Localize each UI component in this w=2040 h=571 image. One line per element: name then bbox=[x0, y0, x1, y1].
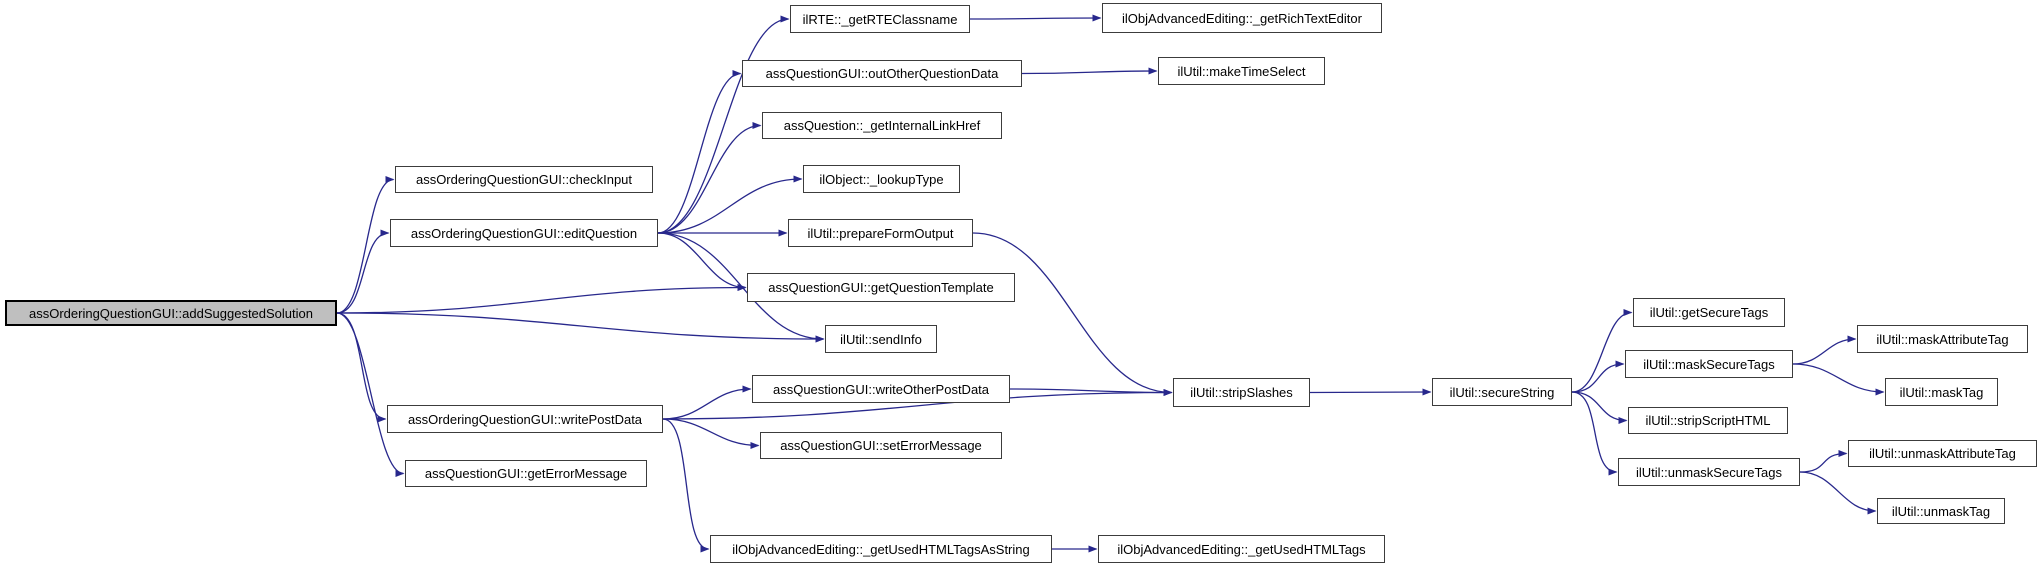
graph-node-maskTag[interactable]: ilUtil::maskTag bbox=[1885, 378, 1998, 406]
graph-node-label: assOrderingQuestionGUI::addSuggestedSolu… bbox=[28, 305, 313, 321]
call-edge-secureString-to-maskSecureTags bbox=[1571, 360, 1625, 393]
graph-node-checkInput[interactable]: assOrderingQuestionGUI::checkInput bbox=[395, 166, 653, 193]
call-edge-writePostData-to-stripSlashes bbox=[662, 389, 1173, 420]
graph-node-label: ilUtil::prepareFormOutput bbox=[807, 225, 954, 241]
graph-node-writeOtherPostData[interactable]: assQuestionGUI::writeOtherPostData bbox=[752, 375, 1010, 403]
call-edge-writePostData-to-getUsedHTMLTagsAsString bbox=[662, 418, 710, 553]
graph-node-writePostData[interactable]: assOrderingQuestionGUI::writePostData bbox=[387, 405, 663, 433]
graph-node-getInternalLinkHref[interactable]: assQuestion::_getInternalLinkHref bbox=[762, 112, 1002, 139]
call-edge-unmaskSecureTags-to-unmaskTag bbox=[1799, 471, 1877, 515]
call-edge-writePostData-to-writeOtherPostData bbox=[662, 385, 752, 420]
graph-node-rteClassname[interactable]: ilRTE::_getRTEClassname bbox=[790, 5, 970, 33]
call-edge-addSuggestedSolution-to-getErrorMessage bbox=[336, 312, 405, 477]
graph-node-label: ilUtil::maskAttributeTag bbox=[1876, 331, 2009, 347]
graph-node-setErrorMessage[interactable]: assQuestionGUI::setErrorMessage bbox=[760, 432, 1002, 459]
graph-node-label: assQuestionGUI::writeOtherPostData bbox=[772, 381, 990, 397]
graph-node-label: ilUtil::maskSecureTags bbox=[1643, 356, 1775, 372]
graph-node-label: ilObjAdvancedEditing::_getRichTextEditor bbox=[1122, 10, 1362, 26]
graph-node-label: ilUtil::stripSlashes bbox=[1190, 385, 1293, 400]
call-edge-editQuestion-to-getQuestionTemplate bbox=[657, 232, 747, 291]
graph-node-outOtherQuestionData[interactable]: assQuestionGUI::outOtherQuestionData bbox=[742, 60, 1022, 87]
graph-node-prepareFormOutput[interactable]: ilUtil::prepareFormOutput bbox=[788, 219, 973, 247]
graph-node-label: assQuestionGUI::getQuestionTemplate bbox=[768, 280, 994, 295]
graph-node-secureString[interactable]: ilUtil::secureString bbox=[1432, 378, 1572, 406]
graph-node-stripScriptHTML[interactable]: ilUtil::stripScriptHTML bbox=[1628, 407, 1788, 434]
call-edge-unmaskSecureTags-to-unmaskAttributeTag bbox=[1799, 450, 1848, 473]
graph-node-label: ilUtil::unmaskAttributeTag bbox=[1869, 446, 2016, 461]
graph-node-addSuggestedSolution: assOrderingQuestionGUI::addSuggestedSolu… bbox=[5, 300, 337, 326]
call-edge-editQuestion-to-rteClassname bbox=[657, 15, 790, 234]
graph-node-getQuestionTemplate[interactable]: assQuestionGUI::getQuestionTemplate bbox=[747, 273, 1015, 302]
call-edge-addSuggestedSolution-to-getQuestionTemplate bbox=[336, 284, 747, 314]
call-edge-addSuggestedSolution-to-checkInput bbox=[336, 176, 395, 314]
graph-node-unmaskAttributeTag[interactable]: ilUtil::unmaskAttributeTag bbox=[1848, 440, 2037, 467]
graph-node-label: ilUtil::makeTimeSelect bbox=[1177, 63, 1306, 79]
call-edge-editQuestion-to-sendInfo bbox=[657, 232, 825, 343]
graph-node-label: assQuestionGUI::outOtherQuestionData bbox=[765, 66, 999, 81]
graph-node-label: ilObject::_lookupType bbox=[819, 171, 944, 187]
graph-node-label: assQuestion::_getInternalLinkHref bbox=[783, 118, 981, 133]
graph-node-editQuestion[interactable]: assOrderingQuestionGUI::editQuestion bbox=[390, 219, 658, 247]
call-edge-maskSecureTags-to-maskTag bbox=[1792, 363, 1885, 396]
graph-node-makeTimeSelect[interactable]: ilUtil::makeTimeSelect bbox=[1158, 57, 1325, 85]
call-edge-secureString-to-unmaskSecureTags bbox=[1571, 391, 1618, 476]
call-edge-writePostData-to-setErrorMessage bbox=[662, 418, 760, 449]
graph-node-sendInfo[interactable]: ilUtil::sendInfo bbox=[825, 325, 937, 353]
graph-node-label: ilUtil::sendInfo bbox=[840, 331, 922, 347]
call-edge-maskSecureTags-to-maskAttributeTag bbox=[1792, 335, 1857, 365]
graph-node-maskAttributeTag[interactable]: ilUtil::maskAttributeTag bbox=[1857, 325, 2028, 353]
call-edge-secureString-to-stripScriptHTML bbox=[1571, 391, 1628, 424]
call-edge-addSuggestedSolution-to-editQuestion bbox=[336, 229, 390, 314]
graph-node-getSecureTags[interactable]: ilUtil::getSecureTags bbox=[1633, 298, 1785, 327]
graph-node-label: ilUtil::stripScriptHTML bbox=[1645, 413, 1771, 428]
call-edge-prepareFormOutput-to-stripSlashes bbox=[972, 232, 1173, 396]
graph-node-label: assQuestionGUI::setErrorMessage bbox=[780, 438, 982, 453]
graph-node-label: ilUtil::secureString bbox=[1449, 384, 1555, 400]
graph-node-label: ilUtil::maskTag bbox=[1899, 384, 1984, 400]
graph-node-label: ilObjAdvancedEditing::_getUsedHTMLTagsAs… bbox=[732, 541, 1030, 557]
call-edge-outOtherQuestionData-to-makeTimeSelect bbox=[1021, 67, 1158, 75]
call-edge-writeOtherPostData-to-stripSlashes bbox=[1009, 388, 1173, 396]
graph-node-stripSlashes[interactable]: ilUtil::stripSlashes bbox=[1173, 378, 1310, 407]
graph-node-label: assOrderingQuestionGUI::writePostData bbox=[407, 411, 643, 427]
call-edge-rteClassname-to-getRichTextEditor bbox=[969, 14, 1102, 22]
graph-node-label: ilObjAdvancedEditing::_getUsedHTMLTags bbox=[1117, 541, 1366, 557]
call-edge-stripSlashes-to-secureString bbox=[1309, 388, 1432, 396]
graph-node-unmaskSecureTags[interactable]: ilUtil::unmaskSecureTags bbox=[1618, 458, 1800, 486]
graph-node-label: assQuestionGUI::getErrorMessage bbox=[424, 466, 628, 481]
graph-node-getRichTextEditor[interactable]: ilObjAdvancedEditing::_getRichTextEditor bbox=[1102, 3, 1382, 33]
graph-node-label: ilUtil::unmaskTag bbox=[1891, 503, 1991, 519]
graph-node-label: assOrderingQuestionGUI::editQuestion bbox=[410, 225, 638, 241]
graph-node-getUsedHTMLTags[interactable]: ilObjAdvancedEditing::_getUsedHTMLTags bbox=[1098, 535, 1385, 563]
graph-node-label: ilUtil::unmaskSecureTags bbox=[1636, 464, 1782, 480]
graph-node-getErrorMessage[interactable]: assQuestionGUI::getErrorMessage bbox=[405, 460, 647, 487]
graph-node-maskSecureTags[interactable]: ilUtil::maskSecureTags bbox=[1625, 350, 1793, 378]
call-edge-editQuestion-to-lookupType bbox=[657, 175, 803, 234]
graph-node-unmaskTag[interactable]: ilUtil::unmaskTag bbox=[1877, 498, 2005, 524]
graph-node-label: assOrderingQuestionGUI::checkInput bbox=[415, 172, 633, 187]
call-edge-addSuggestedSolution-to-sendInfo bbox=[336, 312, 825, 343]
graph-node-getUsedHTMLTagsAsString[interactable]: ilObjAdvancedEditing::_getUsedHTMLTagsAs… bbox=[710, 535, 1052, 563]
graph-node-label: ilUtil::getSecureTags bbox=[1649, 305, 1769, 320]
call-edge-secureString-to-getSecureTags bbox=[1571, 309, 1633, 393]
call-edge-editQuestion-to-getInternalLinkHref bbox=[657, 122, 762, 234]
call-edge-editQuestion-to-outOtherQuestionData bbox=[657, 70, 742, 234]
graph-node-label: ilRTE::_getRTEClassname bbox=[802, 11, 958, 27]
call-edge-addSuggestedSolution-to-writePostData bbox=[336, 312, 387, 423]
graph-node-lookupType[interactable]: ilObject::_lookupType bbox=[803, 165, 960, 193]
